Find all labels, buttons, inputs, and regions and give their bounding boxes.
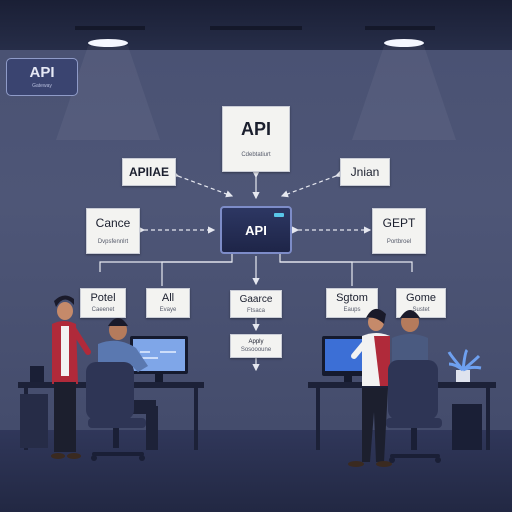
- api-badge-title: API: [29, 64, 55, 81]
- card-potel-title: Potel: [90, 292, 116, 304]
- api-hub-device: API: [220, 206, 292, 254]
- plant-icon: [447, 348, 482, 382]
- left-speaker: [30, 366, 44, 382]
- chair-right-icon: [386, 360, 442, 463]
- card-gome-title: Gome: [406, 292, 436, 304]
- status-led-icon: [274, 213, 284, 217]
- api-badge: API Gateway: [6, 58, 78, 96]
- card-apply-title: Apply: [248, 339, 264, 345]
- card-cance-subtitle: Dvpsfennlrt: [97, 239, 129, 245]
- card-api-top-subtitle: Cdebtatiurt: [241, 152, 271, 158]
- card-sgtom-subtitle: Eaups: [343, 307, 361, 313]
- card-gept: GEPT Portbroel: [372, 208, 426, 254]
- card-all-title: All: [161, 292, 175, 304]
- card-gome-subtitle: Sustet: [412, 307, 430, 313]
- api-hub-label: API: [245, 222, 267, 238]
- left-cabinet: [20, 394, 48, 448]
- card-gept-title: GEPT: [382, 216, 416, 230]
- card-potel: Potel Caeenet: [80, 288, 126, 318]
- card-gaarce: Gaarce Ftsaca: [230, 290, 282, 318]
- light-left-icon: [88, 39, 128, 47]
- card-apilae-title: APIlAE: [128, 165, 169, 179]
- chair-left-icon: [86, 362, 146, 461]
- card-sgtom: Sgtom Eaups: [326, 288, 378, 318]
- card-jnian: Jnian: [340, 158, 390, 186]
- card-api-top-title: API: [240, 119, 271, 139]
- card-gaarce-title: Gaarce: [239, 293, 273, 305]
- card-apply: Apply Sosoooune: [230, 334, 282, 358]
- card-all: All Evaye: [146, 288, 190, 318]
- card-gaarce-subtitle: Ftsaca: [246, 307, 265, 314]
- ceiling: [0, 0, 512, 50]
- floor: [0, 430, 512, 512]
- api-badge-subtitle: Gateway: [32, 83, 52, 89]
- card-sgtom-title: Sgtom: [336, 292, 368, 304]
- card-api-top: API Cdebtatiurt: [222, 106, 290, 172]
- card-jnian-title: Jnian: [350, 165, 380, 179]
- card-cance-title: Cance: [95, 216, 131, 230]
- person-standing-right: [348, 308, 392, 467]
- card-gept-subtitle: Portbroel: [386, 239, 412, 245]
- light-right-icon: [384, 39, 424, 47]
- card-potel-subtitle: Caeenet: [91, 307, 115, 313]
- card-apply-subtitle: Sosoooune: [240, 347, 272, 353]
- card-cance: Cance Dvpsfennlrt: [86, 208, 140, 254]
- card-all-subtitle: Evaye: [159, 307, 177, 313]
- right-cabinet: [452, 404, 482, 450]
- person-standing-left: [51, 295, 91, 459]
- card-apilae: APIlAE: [122, 158, 176, 186]
